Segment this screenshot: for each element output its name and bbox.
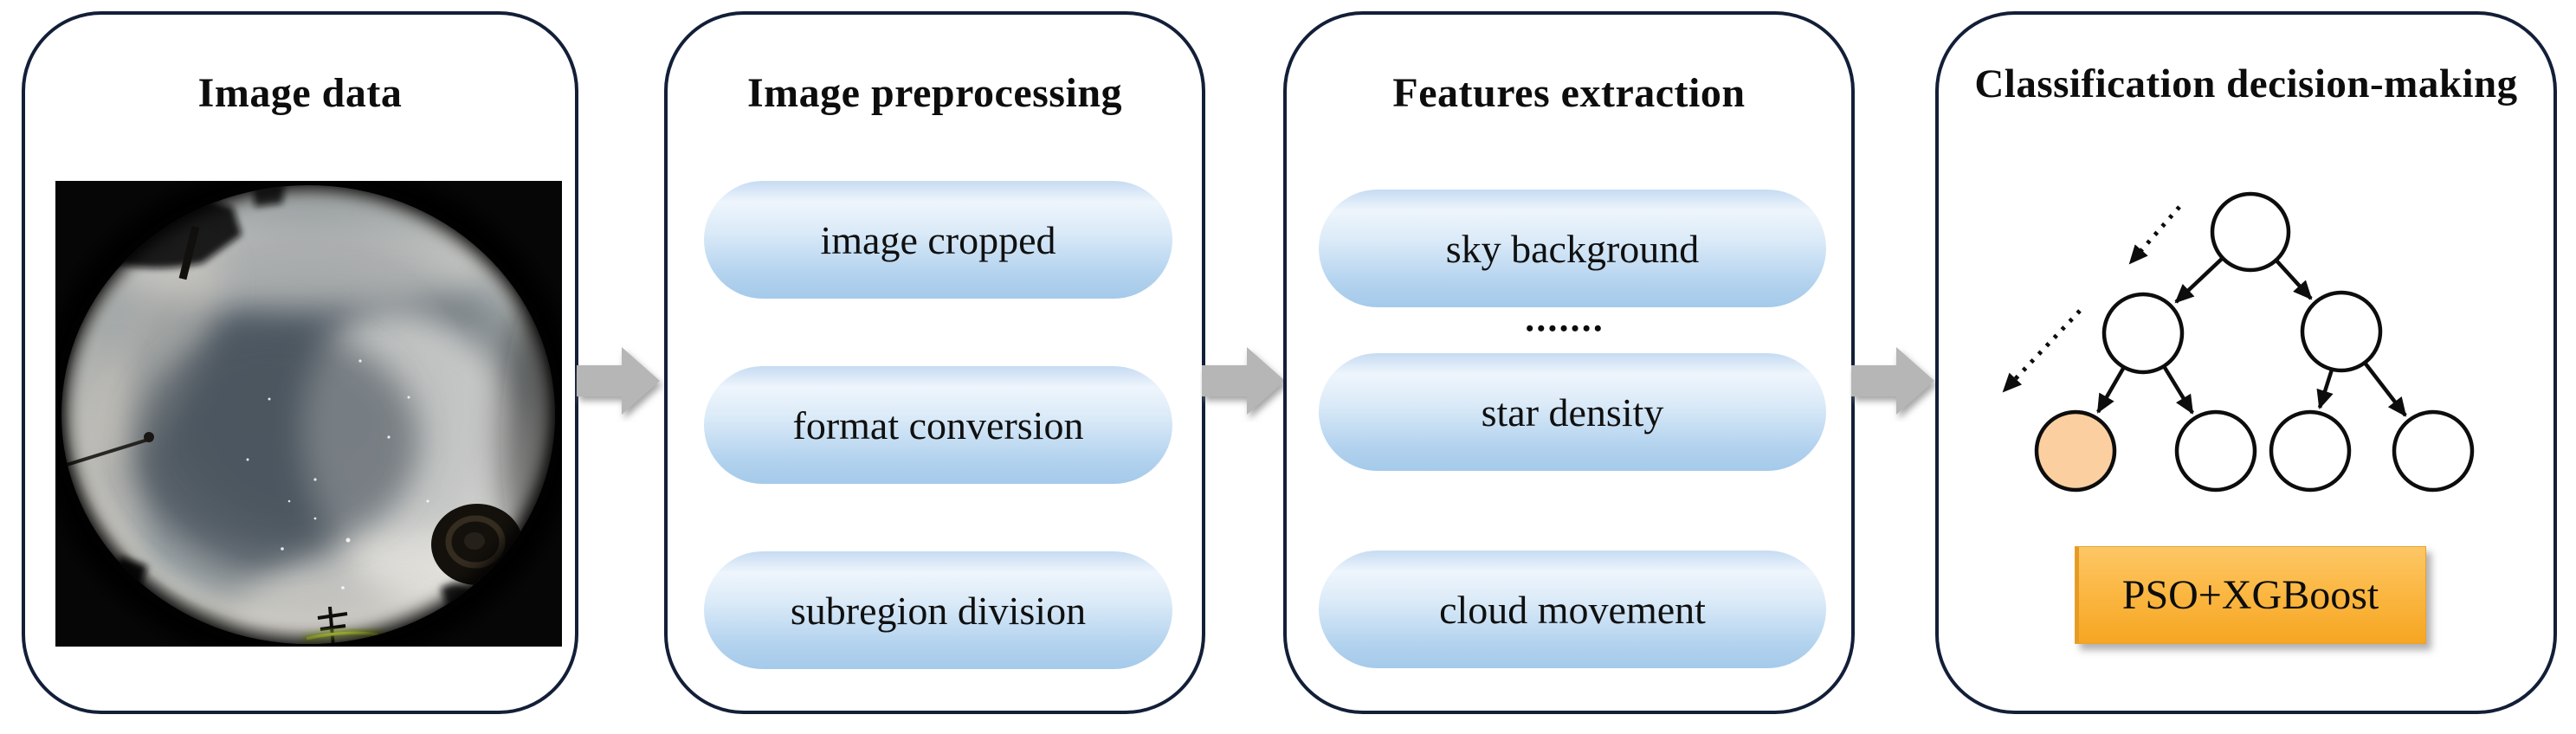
decision-tree-icon xyxy=(2002,191,2475,493)
tree-leaf-node xyxy=(2269,409,2352,493)
flow-arrow-icon xyxy=(1202,347,1285,415)
panel-title: Classification decision-making xyxy=(1974,61,2518,106)
dashed-iteration-arrow-icon xyxy=(2128,205,2181,265)
pill-cloud-movement: cloud movement xyxy=(1319,550,1826,668)
method-label: PSO+XGBoost xyxy=(2121,572,2379,618)
pill-sky-background: sky background xyxy=(1319,190,1826,307)
pill-image-cropped: image cropped xyxy=(704,181,1172,299)
tree-leaf-node xyxy=(2174,409,2257,493)
ellipsis-dots: ••••••• xyxy=(1526,316,1605,341)
panel-title: Image data xyxy=(197,70,403,116)
flow-arrow-icon xyxy=(577,347,660,415)
flow-arrow-icon xyxy=(1851,347,1934,415)
pill-subregion-division: subregion division xyxy=(704,551,1172,669)
tree-internal-node xyxy=(2300,290,2383,373)
panel-title: Image preprocessing xyxy=(746,70,1123,116)
tree-root-node xyxy=(2210,191,2291,273)
dashed-iteration-arrow-icon xyxy=(2002,309,2082,393)
panel-image-data: Image data xyxy=(22,11,578,714)
method-box: PSO+XGBoost xyxy=(2075,546,2426,644)
tree-internal-node xyxy=(2101,292,2185,375)
panel-classification-decision-making: Classification decision-making xyxy=(1935,11,2557,714)
panel-features-extraction: Features extraction sky background •••••… xyxy=(1283,11,1855,714)
pill-format-conversion: format conversion xyxy=(704,366,1172,484)
tree-leaf-node xyxy=(2392,409,2475,493)
panel-title: Features extraction xyxy=(1392,70,1746,116)
pill-star-density: star density xyxy=(1319,353,1826,471)
panel-image-preprocessing: Image preprocessing image cropped format… xyxy=(664,11,1205,714)
allsky-fisheye-photo xyxy=(55,181,562,647)
tree-leaf-node-highlighted xyxy=(2034,409,2117,493)
